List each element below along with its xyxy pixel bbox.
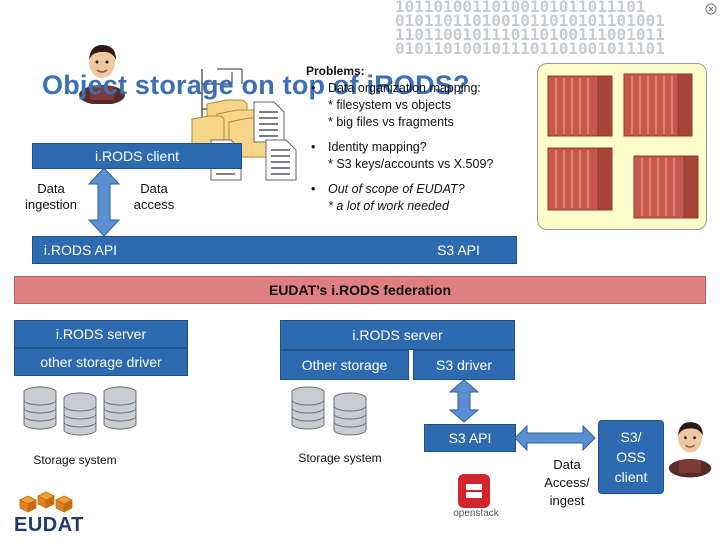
- page-title: Object storage on top of iRODS?: [42, 70, 470, 100]
- left-storage-driver: other storage driver: [14, 348, 188, 376]
- eudat-logo-icon: [19, 491, 73, 513]
- binary-background: 10110100110100101011011101 0101101101001…: [395, 0, 665, 58]
- eudat-logo-text: EUDAT: [14, 514, 84, 536]
- openstack-logo-icon: [458, 474, 490, 508]
- left-irods-server: i.RODS server: [14, 320, 188, 348]
- container-icon: [547, 73, 699, 219]
- problem-item: • Out of scope of EUDAT? * a lot of work…: [306, 181, 536, 215]
- data-access-label: Data access: [133, 181, 175, 212]
- double-arrow-icon: [87, 167, 121, 237]
- api-bar: i.RODS API S3 API: [32, 236, 517, 264]
- irods-api-label: i.RODS API: [43, 242, 118, 258]
- problem-line: Data organization mapping:: [328, 81, 481, 95]
- s3-driver: S3 driver: [413, 350, 515, 380]
- problem-line: * a lot of work needed: [328, 199, 449, 213]
- disk-stack-icon: [291, 386, 367, 436]
- data-access-ingest-label: Data Access/ ingest: [544, 457, 590, 508]
- right-irods-server: i.RODS server: [280, 320, 515, 350]
- container-panel: [537, 63, 707, 230]
- user-avatar-icon: [668, 422, 712, 478]
- irods-client-bar: i.RODS client: [32, 143, 242, 169]
- problem-item: • Data organization mapping: * filesyste…: [306, 80, 536, 131]
- problem-item: • Identity mapping? * S3 keys/accounts v…: [306, 139, 536, 173]
- other-storage-driver: Other storage: [280, 350, 409, 380]
- vertical-double-arrow-icon: [448, 379, 480, 423]
- s3-api-top-label: S3 API: [437, 242, 480, 258]
- problem-line: Out of scope of EUDAT?: [328, 182, 465, 196]
- data-ingestion-label: Data ingestion: [24, 181, 78, 212]
- problem-line: * S3 keys/accounts vs X.509?: [328, 157, 494, 171]
- problem-line: Identity mapping?: [328, 140, 427, 154]
- problem-line: * filesystem vs objects: [328, 98, 451, 112]
- document-icon: [265, 139, 297, 181]
- openstack-logo-text: openstack: [453, 508, 499, 519]
- corner-mark-icon: [705, 3, 717, 15]
- user-avatar-icon: [79, 45, 125, 104]
- disk-stack-icon: [23, 386, 137, 436]
- problem-line: * big files vs fragments: [328, 115, 454, 129]
- s3-oss-client-box: S3/ OSS client: [598, 420, 664, 494]
- right-storage-label: Storage system: [298, 451, 382, 465]
- federation-bar: EUDAT’s i.RODS federation: [14, 276, 706, 304]
- problems-heading: Problems:: [306, 64, 365, 78]
- s3-api-lower: S3 API: [424, 424, 516, 452]
- problems-list: Problems: • Data organization mapping: *…: [306, 63, 536, 215]
- document-icon: [253, 101, 285, 143]
- folder-tree-icon: [191, 68, 270, 158]
- horizontal-double-arrow-icon: [514, 424, 596, 452]
- left-storage-label: Storage system: [33, 453, 117, 467]
